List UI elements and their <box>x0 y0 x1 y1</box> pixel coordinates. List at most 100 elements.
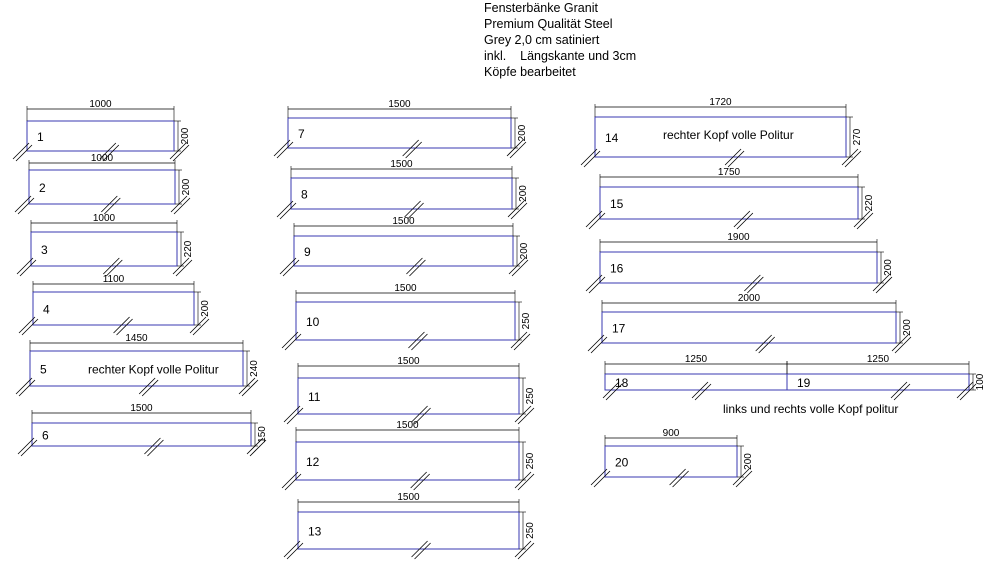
sill-number: 1 <box>37 130 44 144</box>
sill-outline-10 <box>295 301 516 341</box>
hatch-mark <box>414 542 431 560</box>
depth-label: 100 <box>975 373 986 390</box>
hatch-mark <box>106 259 123 277</box>
hatch-mark <box>406 257 423 275</box>
hatch-mark <box>517 473 535 491</box>
depth-label: 220 <box>183 240 194 257</box>
hatch-mark <box>144 437 161 455</box>
hatch-mark <box>507 200 525 218</box>
hatch-mark <box>414 407 431 425</box>
hatch-mark <box>404 200 421 218</box>
hatch-mark <box>141 379 159 397</box>
hatch-mark <box>736 212 754 230</box>
hatch-mark <box>17 437 35 455</box>
hatch-mark <box>410 471 427 489</box>
hatch-mark <box>14 195 32 213</box>
depth-label: 250 <box>525 452 536 469</box>
length-label: 1500 <box>397 356 420 367</box>
pair-note: links und rechts volle Kopf politur <box>723 402 898 416</box>
hatch-mark <box>147 439 164 457</box>
sill-number: 20 <box>615 456 629 470</box>
hatch-mark <box>408 331 425 349</box>
hatch-mark <box>585 210 603 228</box>
header-text: Fensterbänke Granit Premium Qualität Ste… <box>484 0 636 80</box>
sill-outline-4 <box>32 291 195 326</box>
hatch-mark <box>12 142 30 160</box>
sill-outline-13 <box>297 511 520 550</box>
sill-number: 2 <box>39 181 46 195</box>
hatch-mark <box>590 468 608 486</box>
hatch-mark <box>273 139 291 157</box>
length-label: 1750 <box>718 167 741 178</box>
hatch-mark <box>747 276 764 294</box>
hatch-mark <box>284 333 302 351</box>
length-label: 900 <box>663 428 680 439</box>
hatch-mark <box>102 144 120 162</box>
hatch-mark <box>281 471 299 489</box>
hatch-mark <box>15 144 33 162</box>
hatch-mark <box>691 381 709 399</box>
hatch-mark <box>276 141 294 159</box>
depth-label: 150 <box>257 426 268 443</box>
sill-outline-19 <box>786 373 970 391</box>
sill-outline-12 <box>295 441 520 481</box>
hatch-mark <box>513 333 531 351</box>
sill-note: rechter Kopf volle Politur <box>88 363 219 377</box>
hatch-mark <box>21 318 39 336</box>
sill-number: 18 <box>615 376 629 390</box>
depth-label: 200 <box>883 259 894 276</box>
depth-label: 200 <box>902 319 913 336</box>
hatch-mark <box>890 381 908 399</box>
sill-number: 17 <box>612 322 626 336</box>
hatch-mark <box>405 141 422 159</box>
sill-outline-17 <box>601 311 897 344</box>
hatch-mark <box>19 259 37 277</box>
hatch-mark <box>508 257 526 275</box>
hatch-mark <box>891 334 909 352</box>
sill-outline-1 <box>26 120 175 152</box>
hatch-mark <box>583 150 601 168</box>
sill-number: 8 <box>301 188 308 202</box>
hatch-mark <box>875 276 893 294</box>
length-label: 1500 <box>392 216 415 227</box>
depth-label: 270 <box>852 128 863 145</box>
sill-outline-5 <box>29 350 244 387</box>
header-line: Köpfe bearbeitet <box>484 65 576 79</box>
hatch-mark <box>956 381 974 399</box>
hatch-mark <box>20 439 38 457</box>
header-line: Grey 2,0 cm satiniert <box>484 33 600 47</box>
depth-label: 200 <box>519 242 530 259</box>
length-label: 2000 <box>738 293 761 304</box>
sill-outline-6 <box>31 422 252 447</box>
hatch-mark <box>506 139 524 157</box>
hatch-mark <box>286 407 304 425</box>
hatch-mark <box>509 141 527 159</box>
sill-outline-14 <box>594 116 847 158</box>
length-label: 1500 <box>130 403 153 414</box>
hatch-mark <box>16 257 34 275</box>
hatch-mark <box>286 542 304 560</box>
hatch-mark <box>872 274 890 292</box>
length-label: 1100 <box>103 274 125 285</box>
sill-number: 10 <box>306 315 320 329</box>
hatch-mark <box>238 377 256 395</box>
hatch-mark <box>241 379 259 397</box>
hatch-mark <box>172 257 190 275</box>
hatch-mark <box>514 405 532 423</box>
hatch-mark <box>249 439 267 457</box>
hatch-mark <box>99 142 117 160</box>
length-label: 1720 <box>709 97 732 108</box>
hatch-mark <box>246 437 264 455</box>
hatch-mark <box>284 473 302 491</box>
hatch-mark <box>279 202 297 220</box>
hatch-mark <box>409 259 426 277</box>
hatch-mark <box>735 470 753 488</box>
hatch-mark <box>276 200 294 218</box>
depth-label: 200 <box>743 453 754 470</box>
hatch-mark <box>101 195 118 213</box>
length-label: 1500 <box>397 492 420 503</box>
hatch-mark <box>411 333 428 351</box>
hatch-mark <box>116 318 133 336</box>
